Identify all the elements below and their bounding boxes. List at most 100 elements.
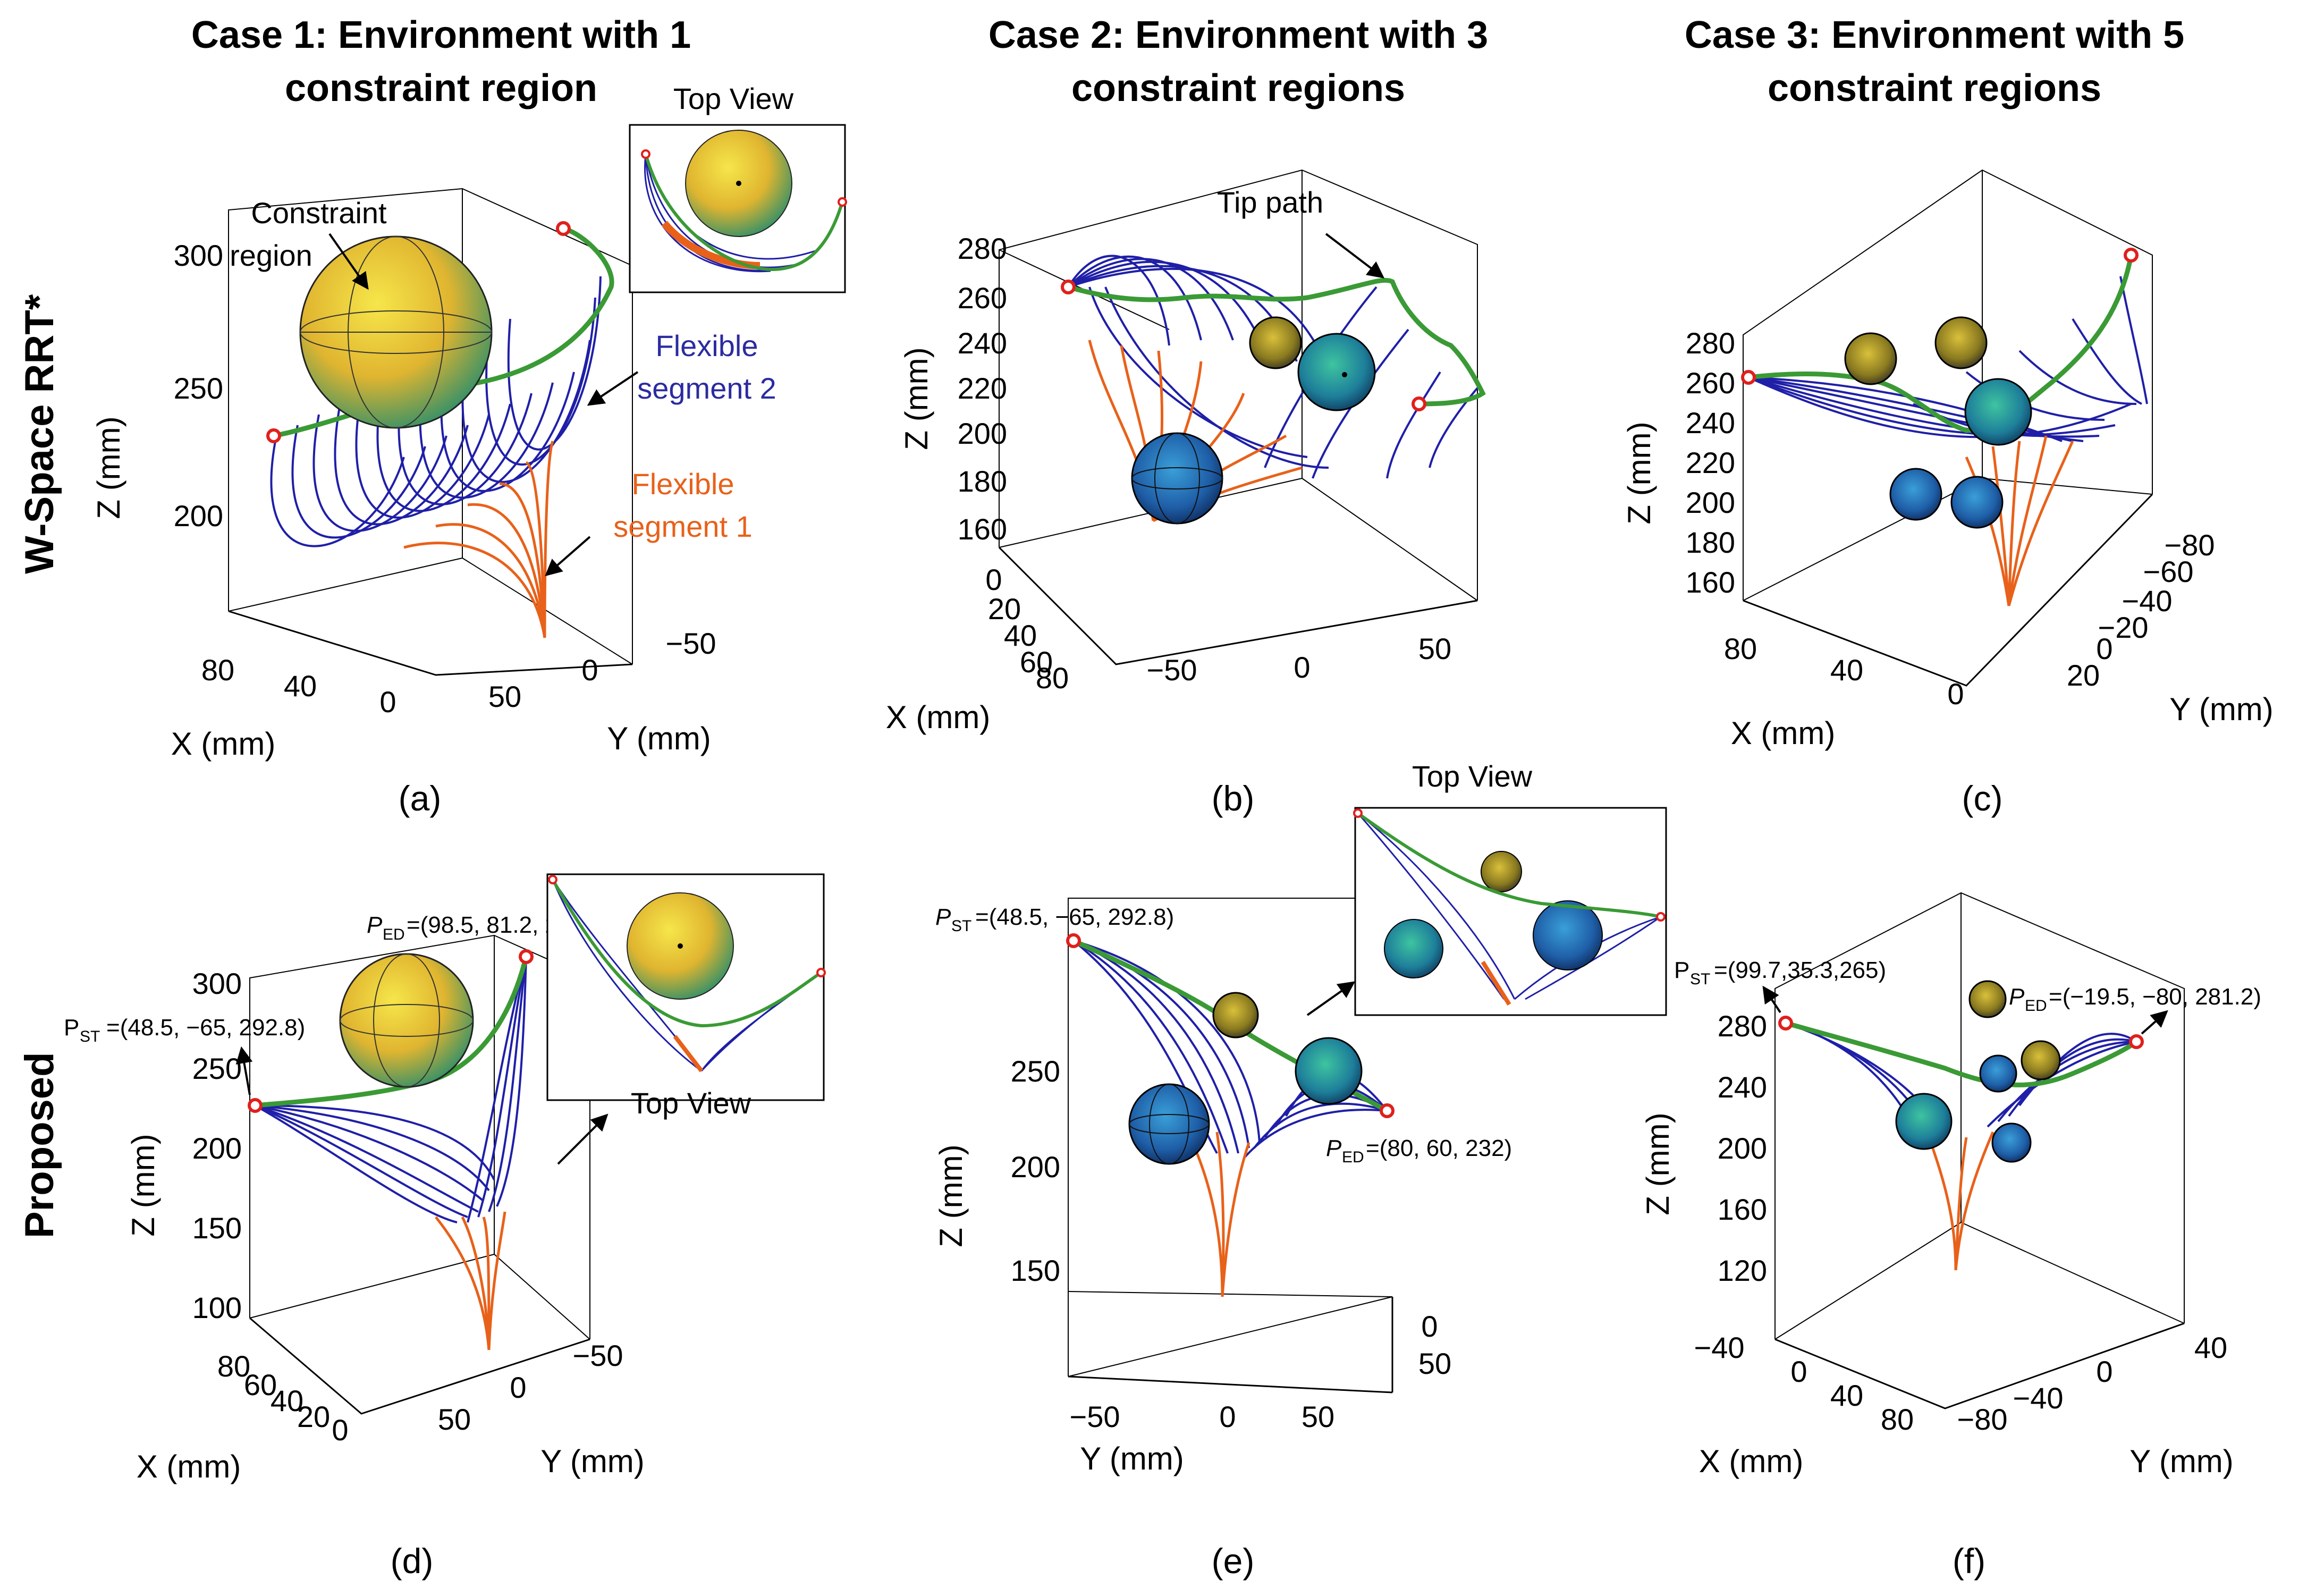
panel-f-box	[1774, 892, 2185, 1340]
panel-d-start-marker	[248, 1098, 263, 1113]
panel-f-y-tick-0: −80	[1957, 1403, 2008, 1436]
panel-d-z-tick-0: 300	[192, 967, 242, 1000]
panel-f-end-marker	[2129, 1034, 2144, 1049]
panel-e-arrow-inset	[1306, 981, 1356, 1016]
panel-f-floor-axis	[1774, 1322, 2185, 1409]
panel-e-top-view-inset	[1353, 807, 1667, 1016]
panel-e-pst-name: P	[935, 904, 951, 930]
panel-b-z-tick-0: 280	[958, 232, 1007, 265]
panel-a-z-label: Z (mm)	[91, 416, 126, 519]
panel-b-sphere-icon-2	[1249, 316, 1302, 369]
panel-a-annot-constraint-2: region	[230, 239, 312, 272]
panel-f-z-tick-0: 280	[1718, 1009, 1767, 1043]
panel-e-ped-name: P	[1326, 1135, 1342, 1161]
panel-e-pst-sub: ST	[951, 917, 971, 935]
panel-a-seg1-curves	[403, 441, 554, 638]
panel-c-z-tick-4: 200	[1686, 486, 1735, 519]
panel-c-x-tick-0: 80	[1724, 632, 1757, 665]
panel-c-x-label: X (mm)	[1731, 715, 1836, 751]
header-case2: Case 2: Environment with 3 constraint re…	[988, 14, 1488, 109]
panel-d-x-label: X (mm)	[137, 1449, 241, 1484]
panel-d: 300 250 200 150 100 Z (mm) 80 60 40 20 0…	[64, 873, 826, 1581]
panel-f-x-tick-2: 40	[1830, 1379, 1863, 1412]
panel-c-start-marker	[1741, 370, 1756, 385]
panel-f-z-tick-4: 120	[1718, 1254, 1767, 1287]
header-case2-line1: Case 2: Environment with 3	[988, 14, 1488, 56]
panel-e-end-marker	[1380, 1103, 1395, 1118]
panel-d-inset-title: Top View	[631, 1086, 751, 1120]
panel-e-z-label: Z (mm)	[933, 1144, 969, 1247]
panel-b: 280 260 240 220 200 180 160 Z (mm) 0 20 …	[886, 169, 1486, 818]
panel-a-x-tick-0: 80	[201, 653, 234, 687]
panel-c-y-tick-4: 0	[2096, 632, 2112, 665]
panel-b-z-tick-2: 240	[958, 326, 1007, 360]
panel-c-y-label: Y (mm)	[2169, 691, 2274, 727]
panel-d-z-tick-3: 150	[192, 1211, 242, 1245]
panel-a-seg2-curves	[270, 276, 602, 547]
panel-a-annot-constraint-1: Constraint	[251, 196, 387, 230]
panel-d-arrow-pst	[235, 1046, 253, 1095]
row-label-top: W-Space RRT*	[17, 294, 62, 574]
panel-a-arrow-seg1	[545, 536, 591, 577]
panel-e-x-tick-1: 50	[1418, 1347, 1451, 1380]
panel-a-caption: (a)	[399, 779, 442, 818]
panel-f-x-tick-1: 0	[1790, 1355, 1807, 1388]
panel-c-x-tick-2: 0	[1947, 677, 1964, 711]
panel-f-ped-value: =(−19.5, −80, 281.2)	[2049, 984, 2261, 1010]
panel-b-y-tick-0: −50	[1147, 653, 1197, 687]
panel-b-end-marker	[1412, 396, 1426, 411]
panel-f-x-label: X (mm)	[1699, 1443, 1804, 1479]
panel-c-floor-axis	[1743, 493, 2153, 687]
panel-d-ped-name: P	[367, 912, 383, 938]
panel-e-box	[1068, 898, 1393, 1377]
panel-c-y-tick-1: −60	[2143, 555, 2194, 588]
panel-d-y-tick-2: −50	[573, 1339, 623, 1372]
panel-b-z-tick-3: 220	[958, 371, 1007, 405]
panel-f-caption: (f)	[1953, 1541, 1985, 1581]
panel-a-box	[228, 188, 633, 665]
panel-d-y-tick-0: 50	[438, 1403, 471, 1436]
panel-a-y-tick-0: 50	[488, 680, 521, 713]
panel-c-sphere-icon-2	[1934, 316, 1988, 369]
panel-b-arrow-tip	[1325, 233, 1385, 278]
panel-a-x-tick-2: 0	[379, 685, 396, 719]
panel-b-sphere-icon-1	[1131, 432, 1223, 525]
panel-b-z-tick-6: 160	[958, 512, 1007, 546]
panel-a-floor-axis	[228, 610, 633, 676]
panel-c: 280 260 240 220 200 180 160 Z (mm) 80 40…	[1621, 169, 2274, 818]
panel-c-y-tick-0: −80	[2165, 528, 2215, 562]
panel-a-annot-seg2-1: Flexible	[656, 329, 758, 362]
panel-d-pst-sub: ST	[80, 1028, 100, 1045]
panel-e-y-label: Y (mm)	[1080, 1441, 1184, 1476]
panel-c-caption: (c)	[1962, 779, 2003, 818]
panel-d-y-label: Y (mm)	[540, 1443, 645, 1479]
panel-b-annot-tip: Tip path	[1217, 185, 1323, 219]
panel-e-sphere-icon-2	[1212, 992, 1259, 1038]
panel-a-z-tick-0: 300	[174, 239, 223, 272]
panel-c-z-tick-5: 180	[1686, 526, 1735, 559]
panel-b-x-label: X (mm)	[886, 699, 991, 735]
panel-e-pst-label: P ST =(48.5, −65, 292.8)	[935, 904, 1174, 935]
panel-f-sphere-icon-4	[1895, 1093, 1953, 1150]
panel-d-x-tick-3: 20	[297, 1400, 330, 1433]
panel-b-x-tick-1: 20	[988, 592, 1021, 626]
panel-d-pst-label: P ST =(48.5, −65, 292.8)	[64, 1015, 305, 1045]
panel-f-z-tick-1: 240	[1718, 1070, 1767, 1104]
header-case1-line1: Case 1: Environment with 1	[191, 14, 691, 56]
panel-c-z-label: Z (mm)	[1621, 421, 1657, 524]
panel-f-pst-value: =(99.7,35.3,265)	[1714, 957, 1886, 983]
panel-d-ped-sub: ED	[383, 926, 405, 943]
panel-f-x-tick-0: −40	[1694, 1331, 1745, 1364]
panel-f-y-label: Y (mm)	[2129, 1443, 2234, 1479]
panel-f-sphere-icon-3	[1979, 1054, 2017, 1093]
panel-f-sphere-icon-2	[2021, 1040, 2061, 1080]
panel-d-arrow-inset	[557, 1113, 609, 1165]
panel-c-y-tick-5: 20	[2067, 658, 2100, 692]
panel-b-tip-path	[1067, 277, 1486, 407]
panel-c-end-marker	[2124, 248, 2139, 263]
panel-b-sphere-icon-3	[1297, 333, 1376, 411]
panel-e-ped-label: P ED =(80, 60, 232)	[1326, 1135, 1512, 1166]
panel-a-z-tick-1: 250	[174, 371, 223, 405]
panel-d-x-tick-2: 40	[271, 1384, 303, 1417]
panel-c-x-tick-1: 40	[1830, 653, 1863, 687]
